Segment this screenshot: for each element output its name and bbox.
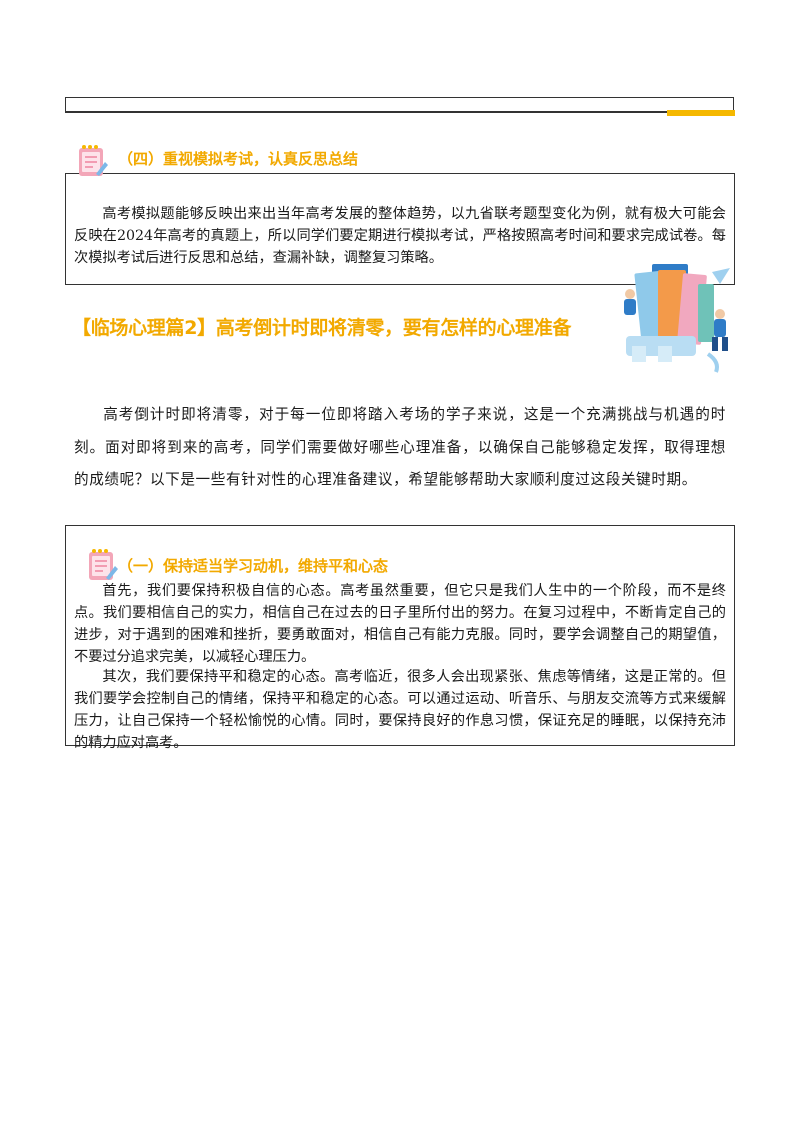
- section4-body: 高考模拟题能够反映出来出当年高考发展的整体趋势，以九省联考题型变化为例，就有极大…: [74, 206, 726, 266]
- section4-box: [65, 173, 735, 285]
- notepad-icon: [89, 549, 118, 580]
- books-illustration: [624, 264, 730, 373]
- main-heading: 【临场心理篇2】高考倒计时即将清零，要有怎样的心理准备: [72, 317, 572, 339]
- section1-box: [65, 525, 735, 746]
- notepad-icon: [79, 145, 108, 176]
- section1-paragraph-1: 首先，我们要保持积极自信的心态。高考虽然重要，但它只是我们人生中的一个阶段，而不…: [74, 583, 726, 665]
- section1-heading: （一）保持适当学习动机，维持平和心态: [118, 555, 389, 576]
- section1-paragraph-2: 其次，我们要保持平和稳定的心态。高考临近，很多人会出现紧张、焦虑等情绪，这是正常…: [74, 669, 726, 751]
- top-accent-strip: [667, 110, 735, 116]
- section4-heading: （四）重视模拟考试，认真反思总结: [118, 148, 359, 169]
- intro-paragraph: 高考倒计时即将清零，对于每一位即将踏入考场的学子来说，这是一个充满挑战与机遇的时…: [74, 406, 726, 488]
- top-frame-bar: [65, 97, 734, 113]
